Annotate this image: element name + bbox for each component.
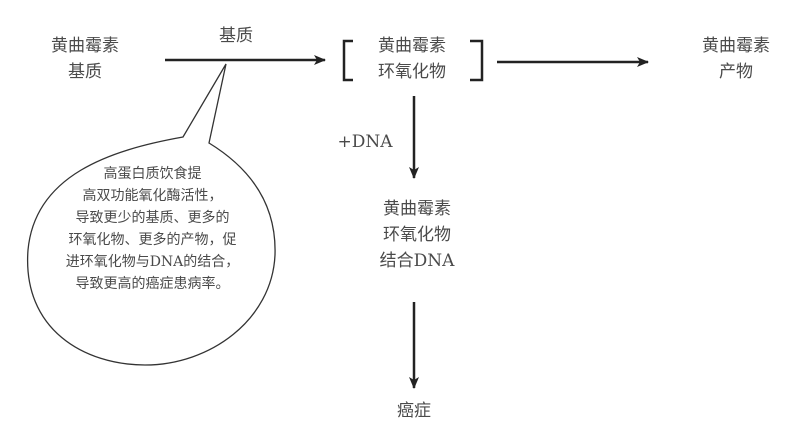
node-product-line2: 产物	[719, 62, 753, 82]
node-epoxide-line2: 环氧化物	[378, 62, 446, 82]
callout-line: 导致更少的基质、更多的	[75, 210, 230, 226]
node-substrate-line1: 黄曲霉素	[51, 36, 119, 56]
node-dna-adduct-line3: 结合DNA	[379, 251, 455, 271]
node-dna-adduct: 黄曲霉素 环氧化物 结合DNA	[362, 196, 472, 274]
node-epoxide: 黄曲霉素 环氧化物	[362, 33, 462, 85]
node-substrate-line2: 基质	[68, 62, 102, 82]
edge-label-dna: +DNA	[337, 132, 393, 152]
node-product: 黄曲霉素 产物	[686, 33, 786, 85]
callout-line: 高蛋白质饮食提	[103, 166, 202, 182]
node-dna-adduct-line1: 黄曲霉素	[383, 199, 451, 219]
node-dna-adduct-line2: 环氧化物	[383, 225, 451, 245]
callout-text: 高蛋白质饮食提 高双功能氧化酶活性， 导致更少的基质、更多的 环氧化物、更多的产…	[30, 163, 275, 295]
edge-label-substrate: 基质	[219, 26, 253, 46]
callout-line: 导致更高的癌症患病率。	[75, 276, 230, 292]
node-cancer: 癌症	[397, 401, 431, 421]
callout-bubble	[27, 63, 276, 366]
node-product-line1: 黄曲霉素	[702, 36, 770, 56]
callout-line: 环氧化物、更多的产物，促	[68, 232, 237, 248]
callout-line: 进环氧化物与DNA的结合，	[65, 254, 240, 270]
node-epoxide-line1: 黄曲霉素	[378, 36, 446, 56]
callout-line: 高双功能氧化酶活性，	[82, 188, 223, 204]
bracket-left	[342, 39, 353, 82]
node-substrate: 黄曲霉素 基质	[35, 33, 135, 85]
bracket-right	[470, 39, 484, 82]
